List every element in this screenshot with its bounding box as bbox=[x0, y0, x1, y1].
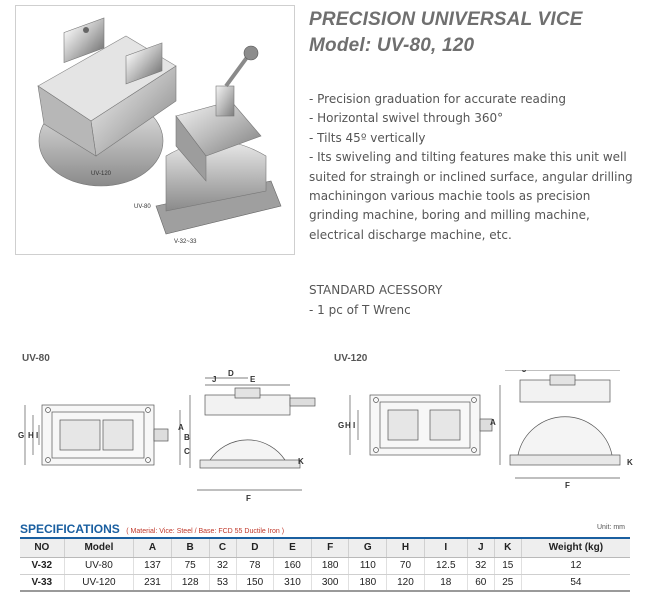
dim-label-i: I bbox=[36, 431, 38, 440]
dim-label-h: H bbox=[28, 431, 34, 440]
caption-uv80: UV-80 bbox=[134, 204, 151, 210]
spec-title: SPECIFICATIONS bbox=[20, 522, 120, 536]
vice-illustration bbox=[37, 17, 282, 235]
product-title: PRECISION UNIVERSAL VICE bbox=[309, 9, 583, 30]
cell: 110 bbox=[348, 557, 388, 575]
col-j: J bbox=[467, 538, 495, 558]
cell: 310 bbox=[273, 574, 312, 592]
spec-unit: Unit: mm bbox=[597, 524, 625, 531]
dim-label-j2: J bbox=[522, 370, 526, 374]
cell: 78 bbox=[236, 557, 275, 575]
cell: 53 bbox=[209, 574, 237, 592]
accessory-item: - 1 pc of T Wrenc bbox=[309, 303, 411, 317]
cell: 150 bbox=[236, 574, 275, 592]
cell: V-32 bbox=[20, 557, 65, 575]
uv120-top-view bbox=[349, 394, 493, 456]
cell: 15 bbox=[494, 557, 522, 575]
dim-label-e: E bbox=[250, 375, 256, 384]
cell: 120 bbox=[386, 574, 425, 592]
cell: 231 bbox=[133, 574, 172, 592]
dim-label-k2: K bbox=[627, 458, 633, 467]
uv120-vice-image bbox=[37, 17, 177, 187]
uv80-vice-image bbox=[155, 45, 282, 235]
model-line: Model: UV-80, 120 bbox=[309, 35, 475, 56]
dim-label-k: K bbox=[298, 457, 304, 466]
cell: UV-80 bbox=[64, 557, 135, 575]
caption-uv120: UV-120 bbox=[91, 171, 112, 177]
col-f: F bbox=[311, 538, 350, 558]
cell: 70 bbox=[386, 557, 425, 575]
product-photo: UV-120 UV-80 V-32~33 bbox=[15, 5, 295, 255]
feature-list: - Precision graduation for accurate read… bbox=[309, 90, 639, 245]
spec-heading: SPECIFICATIONS ( Material: Vice: Steel /… bbox=[20, 520, 284, 538]
dim-label-d: D bbox=[228, 370, 234, 378]
accessory-title: STANDARD ACESSORY bbox=[309, 283, 443, 297]
feature-item: - Precision graduation for accurate read… bbox=[309, 92, 567, 106]
cell: 32 bbox=[467, 557, 495, 575]
col-b: B bbox=[171, 538, 210, 558]
col-g: G bbox=[348, 538, 388, 558]
dim-label-g: G bbox=[18, 431, 24, 440]
cell: 180 bbox=[348, 574, 388, 592]
dim-label-h2: H bbox=[345, 421, 351, 430]
col-h: H bbox=[386, 538, 425, 558]
cell: 12.5 bbox=[424, 557, 468, 575]
cell: 25 bbox=[494, 574, 522, 592]
dim-label-f: F bbox=[246, 494, 251, 503]
dim-label-c: C bbox=[184, 447, 190, 456]
cell: 160 bbox=[273, 557, 312, 575]
col-a: A bbox=[133, 538, 172, 558]
col-e: E bbox=[273, 538, 312, 558]
table-row: V-32 UV-80 137 75 32 78 160 180 110 70 1… bbox=[20, 557, 630, 575]
uv80-top-view bbox=[24, 404, 169, 466]
technical-drawings: G H I A B C J D E F K G H I A J D E F K bbox=[18, 370, 633, 503]
cell: 128 bbox=[171, 574, 210, 592]
col-model: Model bbox=[64, 538, 135, 558]
feature-item: - Horizontal swivel through 360° bbox=[309, 111, 504, 126]
feature-item: - Tilts 45º vertically bbox=[309, 130, 426, 145]
dim-label-a: A bbox=[178, 423, 184, 432]
spec-material-note: ( Material: Vice: Steel / Base: FCD 55 D… bbox=[126, 528, 285, 535]
cell: 32 bbox=[209, 557, 237, 575]
dim-label-g2: G bbox=[338, 421, 344, 430]
uv120-side-view bbox=[499, 370, 621, 479]
spec-header-row: NO Model A B C D E F G H I J K Weight (k… bbox=[20, 538, 630, 558]
col-c: C bbox=[209, 538, 237, 558]
col-d: D bbox=[236, 538, 275, 558]
drawing-label-uv80: UV-80 bbox=[22, 353, 50, 364]
cell: 12 bbox=[521, 557, 630, 575]
cell: 75 bbox=[171, 557, 210, 575]
cell: 18 bbox=[424, 574, 468, 592]
spec-table: NO Model A B C D E F G H I J K Weight (k… bbox=[20, 537, 630, 592]
cell: 137 bbox=[133, 557, 172, 575]
col-no: NO bbox=[20, 538, 65, 558]
cell: 300 bbox=[311, 574, 350, 592]
feature-item: - Its swiveling and tilting features mak… bbox=[309, 150, 633, 242]
cell: 54 bbox=[521, 574, 630, 592]
cell: 180 bbox=[311, 557, 350, 575]
table-row: V-33 UV-120 231 128 53 150 310 300 180 1… bbox=[20, 574, 630, 592]
drawing-label-uv120: UV-120 bbox=[334, 353, 368, 364]
caption-v3233: V-32~33 bbox=[174, 239, 197, 245]
dim-label-i2: I bbox=[353, 421, 355, 430]
uv80-side-view bbox=[179, 377, 316, 491]
cell: V-33 bbox=[20, 574, 65, 592]
dim-label-a2: A bbox=[490, 418, 496, 427]
dim-label-b: B bbox=[184, 433, 190, 442]
col-i: I bbox=[424, 538, 468, 558]
col-weight: Weight (kg) bbox=[521, 538, 630, 558]
col-k: K bbox=[494, 538, 522, 558]
dim-label-f2: F bbox=[565, 481, 570, 490]
dim-label-j: J bbox=[212, 375, 216, 384]
cell: 60 bbox=[467, 574, 495, 592]
cell: UV-120 bbox=[64, 574, 135, 592]
